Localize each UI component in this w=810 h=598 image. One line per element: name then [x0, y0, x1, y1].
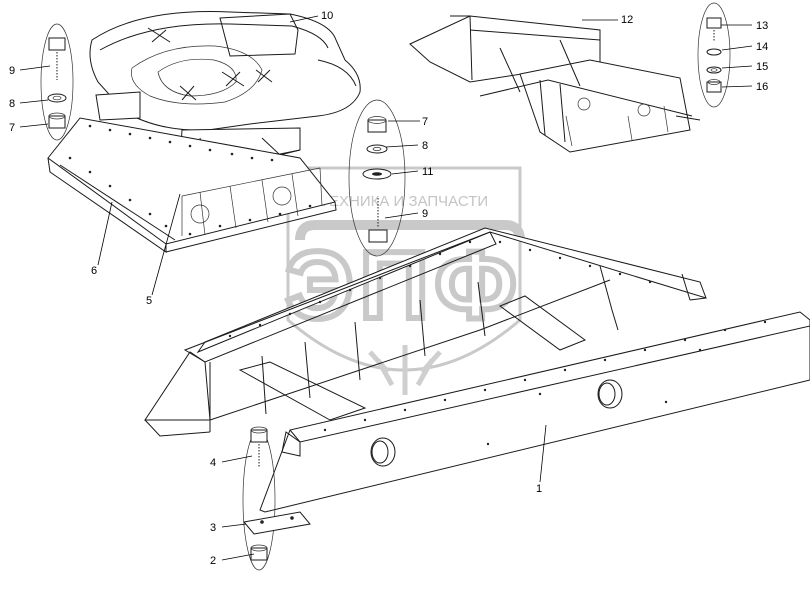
callout-15: 15	[756, 61, 768, 73]
callout-3: 3	[210, 522, 216, 534]
frame-section	[144, 227, 810, 513]
callout-13: 13	[756, 20, 768, 32]
bracket-assembly	[409, 15, 701, 153]
callout-6: 6	[91, 265, 97, 277]
callout-10: 10	[321, 10, 333, 22]
bolt-set-left	[40, 23, 74, 141]
mounting-plate-assembly	[47, 117, 337, 253]
bottom-hardware	[242, 426, 311, 571]
callout-8-left: 8	[9, 98, 15, 110]
callout-labels: 1 2 3 4 5 6 7 7 8 8 9 9 10 11 12 13 14 1…	[9, 10, 768, 567]
callout-8-center: 8	[422, 140, 428, 152]
watermark-wheat-icon	[368, 345, 442, 395]
watermark-logo-letters: ЭПФ	[285, 232, 522, 339]
callout-7-left: 7	[9, 122, 15, 134]
callout-12: 12	[621, 14, 633, 26]
leader-lines	[19, 15, 753, 561]
watermark: ТЕХНИКА И ЗАПЧАСТИ ЭПФ	[282, 166, 525, 395]
callout-5: 5	[146, 295, 152, 307]
callout-7-center: 7	[422, 116, 428, 128]
bolt-set-center	[348, 99, 406, 257]
callout-16: 16	[756, 81, 768, 93]
callout-1: 1	[536, 483, 542, 495]
callout-11: 11	[422, 166, 433, 178]
callout-14: 14	[756, 41, 768, 53]
callout-2: 2	[210, 555, 216, 567]
callout-4: 4	[210, 457, 216, 469]
callout-9-center: 9	[422, 208, 428, 220]
bolt-set-right	[697, 2, 731, 108]
callout-9-left: 9	[9, 65, 15, 77]
